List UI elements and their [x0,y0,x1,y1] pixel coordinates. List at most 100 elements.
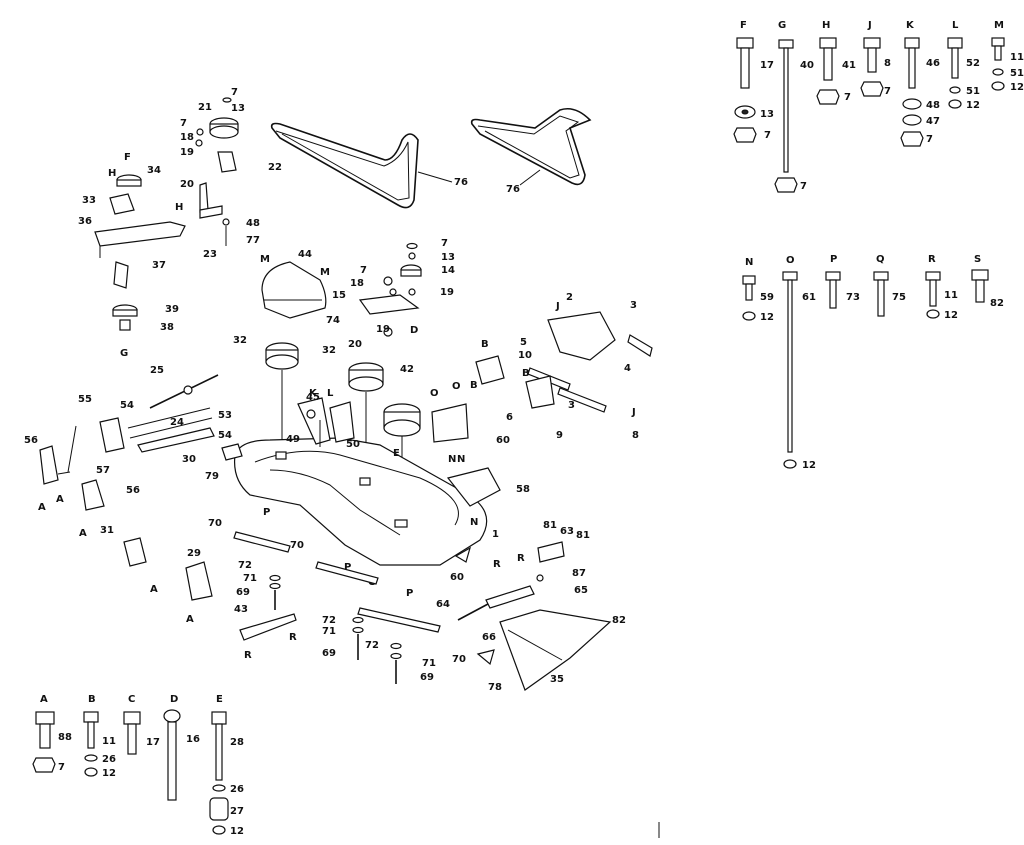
callout-69a: 69 [236,587,250,598]
callout-21: 21 [198,102,212,113]
callout-56a: 56 [24,435,38,446]
hw-M-extra-0: 51 [1010,68,1024,79]
callout-33: 33 [82,195,96,206]
hw-R-letter: R [928,254,936,265]
callout-38: 38 [160,322,174,333]
callout-53: 53 [218,410,232,421]
hw-P-code: 73 [846,292,860,303]
letter-J: J [555,301,560,312]
hw-O-code: 61 [802,292,816,303]
letter-M: M [260,254,270,265]
callout-13b: 13 [441,252,455,263]
hw-F-code: 17 [760,60,774,71]
callout-24: 24 [170,417,184,428]
callout-70a: 70 [208,518,222,529]
callout-7a: 7 [231,87,238,98]
callout-42: 42 [400,364,414,375]
letter-O: O [430,388,439,399]
hw-R-code: 11 [944,290,958,301]
callout-7c: 7 [441,238,448,249]
callout-39: 39 [165,304,179,315]
letter-G: G [120,348,128,359]
callout-71a: 71 [243,573,257,584]
callout-49: 49 [286,434,300,445]
callout-60b: 60 [450,572,464,583]
callout-76b: 76 [506,184,520,195]
callout-72a: 72 [238,560,252,571]
letter-P: P [263,507,270,518]
letter-H2: H [175,202,183,213]
callout-3a: 3 [630,300,637,311]
hw-C-code: 17 [146,737,160,748]
hw-H-extra-0: 7 [844,92,851,103]
hardware-mid-row: N 59 12 O 61 12 P 73 Q 75 R 11 12 S 82 [742,254,1004,471]
hw-A-code: 88 [58,732,72,743]
callout-8: 8 [632,430,639,441]
hw-E-extra-2: 12 [230,826,244,837]
callout-45: 45 [306,392,320,403]
callout-10: 10 [518,350,532,361]
hw-L-letter: L [952,20,959,31]
callout-54b: 54 [218,430,232,441]
hw-F-extra-0: 13 [760,109,774,120]
callout-22: 22 [268,162,282,173]
hw-E-letter: E [216,694,223,705]
callout-31: 31 [100,525,114,536]
hw-R-extra-0: 12 [944,310,958,321]
callout-20a: 20 [180,179,194,190]
callout-65: 65 [574,585,588,596]
callout-48a: 48 [246,218,260,229]
callout-81a: 81 [543,520,557,531]
hw-Q-code: 75 [892,292,906,303]
hw-S-letter: S [974,254,981,265]
callout-29: 29 [187,548,201,559]
callout-2: 2 [566,292,573,303]
letter-J2: J [631,407,636,418]
callout-18b: 18 [350,278,364,289]
callout-1: 1 [492,529,499,540]
callout-14: 14 [441,265,455,276]
letter-R3: R [493,559,501,570]
letter-A4: A [150,584,158,595]
hw-J-code: 8 [884,58,891,69]
letter-A: A [38,502,46,513]
hw-G-letter: G [778,20,786,31]
callout-43: 43 [234,604,248,615]
callout-69b: 69 [322,648,336,659]
hw-L-extra-1: 12 [966,100,980,111]
belt-guard-44 [261,261,327,319]
letter-P3: P [406,588,413,599]
callout-23: 23 [203,249,217,260]
callout-70c: 70 [452,654,466,665]
callout-79: 79 [205,471,219,482]
hw-E-extra-1: 27 [230,806,244,817]
callout-15: 15 [332,290,346,301]
callout-32b: 32 [322,345,336,356]
callout-76a: 76 [454,177,468,188]
hw-E-code: 28 [230,737,244,748]
letter-H: H [108,168,116,179]
hw-N-letter: N [745,257,753,268]
callout-5: 5 [520,337,527,348]
callout-19c: 19 [376,324,390,335]
callout-55: 55 [78,394,92,405]
hw-F-extra-1: 7 [764,130,771,141]
hw-N-extra-0: 12 [760,312,774,323]
hw-B-code: 11 [102,736,116,747]
callout-58: 58 [516,484,530,495]
letter-R: R [244,650,252,661]
hw-O-letter: O [786,255,795,266]
idler-pulley-assembly [94,97,239,331]
callout-19a: 19 [180,147,194,158]
hw-E-extra-0: 26 [230,784,244,795]
hw-B-letter: B [88,694,96,705]
hw-H-letter: H [822,20,830,31]
hw-H-code: 41 [842,60,856,71]
letter-B: B [481,339,489,350]
hw-F-letter: F [740,20,747,31]
callout-19b: 19 [440,287,454,298]
letter-R2: R [289,632,297,643]
callout-63: 63 [560,526,574,537]
hw-K-extra-0: 48 [926,100,940,111]
callout-64: 64 [436,599,450,610]
